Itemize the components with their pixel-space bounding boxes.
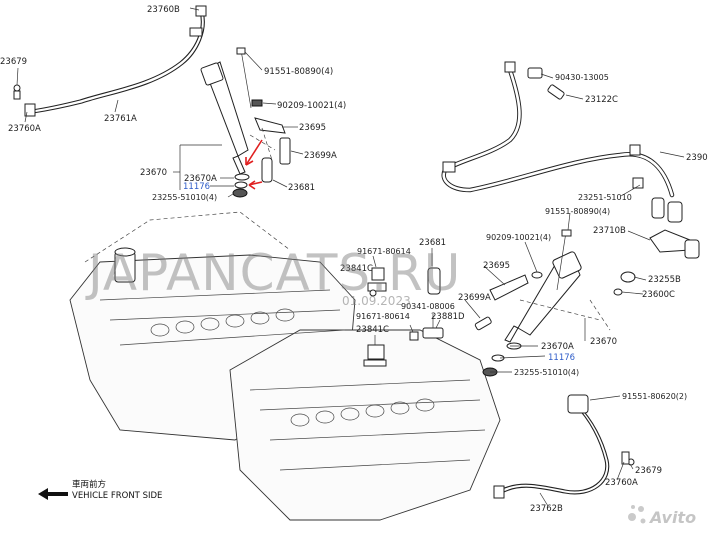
injector-assembly-mid — [363, 229, 700, 377]
label-23255-51010-top: 23255-51010(4) — [152, 193, 217, 202]
label-23761A: 23761A — [104, 114, 137, 124]
leader-lines — [16, 7, 685, 507]
wire-harness-top — [13, 5, 207, 117]
label-23670-top: 23670 — [140, 168, 167, 178]
label-23670A-top: 23670A — [184, 174, 217, 184]
label-23681-mid: 23681 — [419, 238, 446, 248]
avito-logo-text: Avito — [648, 508, 696, 527]
label-91551-80620: 91551-80620(2) — [622, 392, 687, 401]
label-23699A-mid: 23699A — [458, 293, 491, 303]
label-23600C: 23600C — [642, 290, 675, 300]
label-91671-80614-b: 91671-80614 — [356, 312, 410, 321]
label-11176-mid: 11176 — [548, 353, 575, 363]
label-23251-51010: 23251-51010 — [578, 193, 632, 202]
avito-logo-dot-4 — [631, 505, 635, 509]
watermark: JAPANCATS.RU 01.09.2023 — [85, 244, 461, 308]
part-number-labels: 23760B 23679 23760A 23761A 91551-80890(4… — [0, 5, 708, 514]
label-23681-top: 23681 — [288, 183, 315, 193]
label-90430-13005: 90430-13005 — [555, 73, 609, 82]
label-23670-mid: 23670 — [590, 337, 617, 347]
avito-logo-dot-3 — [640, 518, 646, 524]
avito-logo-dot-2 — [638, 506, 644, 512]
label-23695-top: 23695 — [299, 123, 326, 133]
avito-logo: Avito — [628, 505, 696, 527]
label-23255-51010-mid: 23255-51010(4) — [514, 368, 579, 377]
label-2390x: 2390 — [686, 153, 708, 163]
label-23695-mid: 23695 — [483, 261, 510, 271]
label-23670A-mid: 23670A — [541, 342, 574, 352]
label-90209-10021-top: 90209-10021(4) — [277, 101, 346, 111]
label-23679-left: 23679 — [0, 57, 27, 67]
wire-harness-bottom — [493, 394, 635, 499]
label-91671-80614-a: 91671-80614 — [357, 247, 411, 256]
engine-block-illustration — [69, 211, 501, 521]
label-23841C-b: 23841C — [356, 325, 389, 335]
label-23255B: 23255B — [648, 275, 681, 285]
watermark-date: 01.09.2023 — [342, 294, 411, 308]
injector-assembly-top — [200, 47, 291, 198]
avito-logo-dot-1 — [628, 513, 636, 521]
label-23760A-left: 23760A — [8, 124, 41, 134]
label-90341-08006: 90341-08006 — [401, 302, 455, 311]
label-23760B-top: 23760B — [147, 5, 180, 15]
label-23122C: 23122C — [585, 95, 618, 105]
label-91551-80890-right: 91551-80890(4) — [545, 207, 610, 216]
fuel-pipe-right — [441, 61, 683, 223]
red-highlight-arrows — [245, 139, 263, 190]
watermark-site: JAPANCATS.RU — [85, 244, 461, 302]
vehicle-front-japanese: 車両前方 — [72, 479, 106, 490]
label-23881D: 23881D — [431, 312, 465, 322]
vehicle-front-indicator: 車両前方 VEHICLE FRONT SIDE — [38, 479, 162, 501]
label-23841C-a: 23841C — [340, 264, 373, 274]
label-91551-80890-top: 91551-80890(4) — [264, 67, 333, 77]
label-90209-10021-mid: 90209-10021(4) — [486, 233, 551, 242]
label-23710B: 23710B — [593, 226, 626, 236]
label-23699A-top: 23699A — [304, 151, 337, 161]
label-23679-right: 23679 — [635, 466, 662, 476]
front-arrow-icon — [38, 488, 68, 500]
vehicle-front-english: VEHICLE FRONT SIDE — [72, 491, 162, 501]
label-23760A-right: 23760A — [605, 478, 638, 488]
label-23762B: 23762B — [530, 504, 563, 514]
label-11176-top: 11176 — [183, 182, 210, 192]
